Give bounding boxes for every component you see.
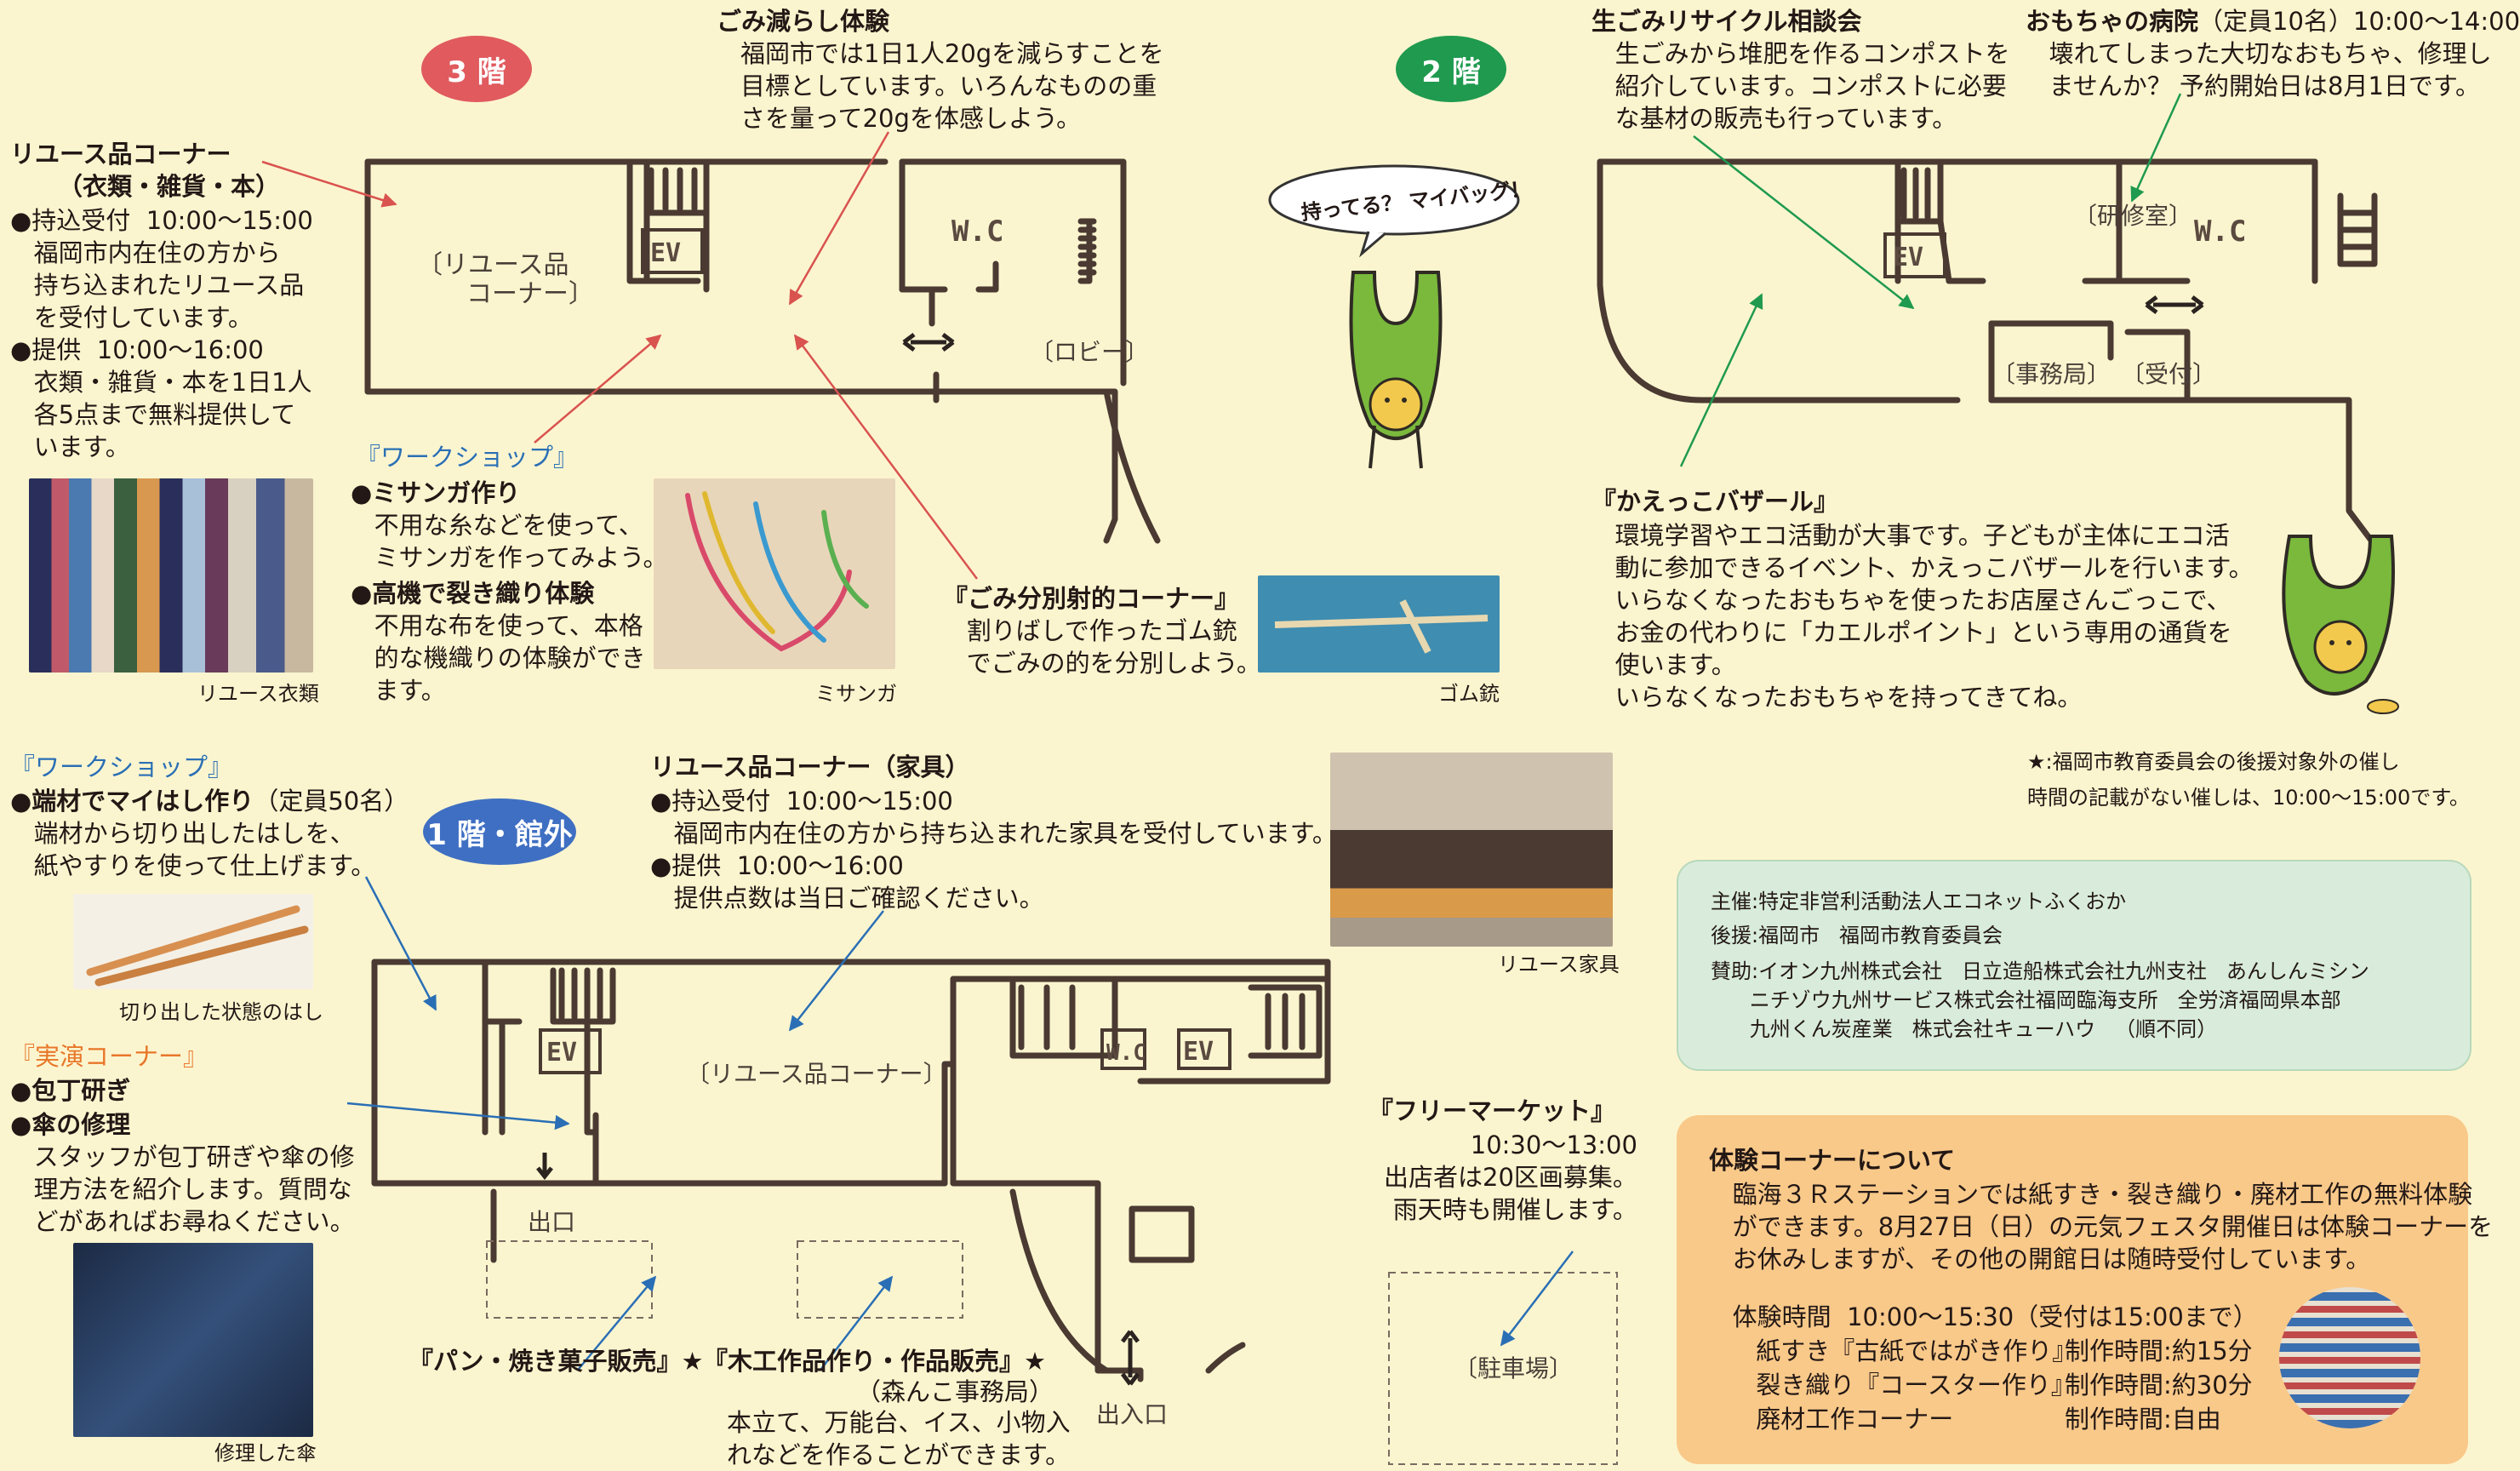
floor3-ev-label: EV <box>650 238 681 268</box>
mascot-bag-icon <box>1349 271 1443 469</box>
floor3-workshop-item1-title: ●ミサンガ作り <box>351 478 521 507</box>
sponsor-support: 後援:福岡市 福岡市教育委員会 <box>1711 924 2003 947</box>
floor1-demo-title: 『実演コーナー』 <box>10 1042 209 1071</box>
experience-body: 臨海３Ｒステーションでは紙すき・裂き織り・廃材工作の無料体験 ができます。8月2… <box>1732 1180 2494 1274</box>
floor1-plan <box>371 959 1331 1382</box>
floor2-ev-label: EV <box>1893 243 1923 272</box>
woodwork-title: 『木工作品作り・作品販売』★ <box>703 1347 1046 1376</box>
mascot-speech-bubble: 持ってる？ マイバッグ！ <box>1266 162 1532 258</box>
floor1-workshop-title: 『ワークショップ』 <box>10 753 233 781</box>
floor3-garbage-body: 福岡市では1日1人20gを減らすことを 目標としています。いろんなものの重 さを… <box>740 39 1164 133</box>
floor3-reuse-body: ●持込受付 10:00～15:00 福岡市内在住の方から 持ち込まれたリユース品… <box>10 206 313 461</box>
umbrella-caption: 修理した傘 <box>214 1441 317 1465</box>
floor2-toy-heading: おもちゃの病院（定員10名）10:00～14:00 <box>2026 7 2520 36</box>
floor1-badge: 1 階・館外 <box>423 798 576 865</box>
misanga-illustration <box>685 491 869 652</box>
sponsor-cosponsor: 賛助:イオン九州株式会社 日立造船株式会社九州支社 あんしんミシン ニチゾウ九州… <box>1711 959 2369 1041</box>
experience-row3-name: 廃材工作コーナー <box>1709 1405 1954 1434</box>
bread-stall-area <box>486 1240 653 1319</box>
experience-row3-time: 制作時間:自由 <box>2065 1405 2221 1434</box>
rubber-gun-illustration <box>1274 599 1489 654</box>
misanga-photo <box>654 478 895 669</box>
floor3-reuse-title: リユース品コーナー <box>10 140 231 169</box>
floor3-reuse-subtitle: （衣類・雑貨・本） <box>58 172 281 201</box>
floor2-plan <box>1597 158 2378 548</box>
rubber-gun-caption: ゴム銃 <box>1438 682 1500 706</box>
bread-sale-title: 『パン・焼き菓子販売』★ <box>409 1347 704 1376</box>
floor1-ev2-label: EV <box>1183 1037 1214 1067</box>
experience-time: 体験時間 10:00～15:30（受付は15:00まで） <box>1709 1302 2258 1331</box>
experience-row1-name: 紙すき『古紙ではがき作り』 <box>1709 1336 2077 1365</box>
floor1-wc-label: W.C <box>1106 1040 1146 1066</box>
floor1-furniture-title: リユース品コーナー（家具） <box>650 753 970 781</box>
floor1-workshop-item: ●端材でマイはし作り（定員50名） <box>10 787 409 816</box>
speech-bubble-shape <box>1268 164 1520 258</box>
floor2-wc-label: W.C <box>2194 215 2246 249</box>
floor3-lobby-label: 〔ロビー〕 <box>1030 338 1150 366</box>
reuse-clothing-caption: リユース衣類 <box>197 682 319 706</box>
misanga-caption: ミサンガ <box>815 682 897 706</box>
floor2-training-room-label: 〔研修室〕 <box>2073 202 2193 230</box>
floor2-compost-body: 生ごみから堆肥を作るコンポストを 紹介しています。コンポストに必要 な基材の販売… <box>1614 39 2010 133</box>
note-default-time: 時間の記載がない催しは、10:00～15:00です。 <box>2027 786 2470 810</box>
floor3-workshop-item2-title: ●高機で裂き織り体験 <box>351 579 595 608</box>
sponsor-box <box>1677 860 2471 1071</box>
floor1-furniture-body: ●持込受付 10:00～15:00 福岡市内在住の方から持ち込まれた家具を受付し… <box>650 787 1337 913</box>
floor2-toy-body: 壊れてしまった大切なおもちゃ、修理し ませんか？ 予約開始日は8月1日です。 <box>2049 39 2492 100</box>
parking-area <box>1388 1272 1618 1465</box>
sponsor-host: 主催:特定非営利活動法人エコネットふくおか <box>1711 890 2127 913</box>
floor3-reuse-map-label2: コーナー〕 <box>466 279 594 309</box>
floor3-workshop-item1-body: 不用な糸などを使って、 ミサンガを作ってみよう。 <box>374 511 668 572</box>
experience-row2-name: 裂き織り『コースター作り』 <box>1709 1371 2076 1399</box>
floor1-demo-body: スタッフが包丁研ぎや傘の修 理方法を紹介します。質問な どがあればお尋ねください… <box>33 1142 355 1236</box>
floor2-compost-title: 生ごみリサイクル相談会 <box>1591 7 1862 36</box>
floor3-workshop-item2-body: 不用な布を使って、本格 的な機織りの体験ができ ます。 <box>374 611 646 705</box>
reuse-furniture-caption: リユース家具 <box>1498 953 1620 976</box>
coaster-photo <box>2279 1287 2420 1428</box>
floor3-shooting-title: 『ごみ分別射的コーナー』 <box>943 584 1240 613</box>
chopsticks-photo <box>73 894 313 989</box>
floor2-kaekko-title: 『かえっこバザール』 <box>1591 487 1839 516</box>
floor3-badge: 3 階 <box>421 36 532 102</box>
floor3-reuse-map-label: 〔リユース品 <box>417 250 569 280</box>
free-market-title: 『フリーマーケット』 <box>1369 1096 1616 1125</box>
floor1-demo-item1: ●包丁研ぎ <box>10 1076 131 1105</box>
floor1-reuse-map-label: 〔リユース品コーナー〕 <box>686 1060 947 1088</box>
floor2-kaekko-body: 環境学習やエコ活動が大事です。子どもが主体にエコ活 動に参加できるイベント、かえ… <box>1614 521 2254 712</box>
floor1-ev-label: EV <box>546 1038 577 1067</box>
note-star: ★:福岡市教育委員会の後援対象外の催し <box>2027 750 2400 774</box>
floor3-garbage-title: ごみ減らし体験 <box>717 7 890 36</box>
woodwork-sub: （森んこ事務局） <box>856 1377 1054 1406</box>
umbrella-photo <box>73 1243 313 1437</box>
chopsticks-illustration <box>86 905 309 987</box>
floor1-workshop-body: 端材から切り出したはしを、 紙やすりを使って仕上げます。 <box>33 819 376 880</box>
free-market-body: 10:30～13:00 出店者は20区画募集。 雨天時も開催します。 <box>1384 1130 1637 1224</box>
floor1-entrance-label: 出入口 <box>1096 1400 1169 1428</box>
woodwork-area <box>797 1240 963 1319</box>
parking-label: 〔駐車場〕 <box>1454 1354 1574 1382</box>
woodwork-body: 本立て、万能台、イス、小物入 れなどを作ることができます。 <box>727 1408 1071 1469</box>
experience-row1-time: 制作時間:約15分 <box>2065 1336 2253 1365</box>
experience-title: 体験コーナーについて <box>1709 1146 1956 1175</box>
mascot-frog-icon <box>2282 535 2399 714</box>
floor3-workshop-title: 『ワークショップ』 <box>356 443 579 472</box>
floor3-plan <box>364 158 1161 544</box>
rubber-gun-photo <box>1258 575 1500 673</box>
reuse-clothing-photo <box>29 478 313 673</box>
reuse-furniture-photo <box>1330 753 1613 947</box>
floor2-badge: 2 階 <box>1396 36 1506 102</box>
floor2-reception-label: 〔受付〕 <box>2121 360 2217 388</box>
floor1-demo-item2: ●傘の修理 <box>10 1110 131 1139</box>
floor2-office-label: 〔事務局〕 <box>1991 360 2111 388</box>
experience-row2-time: 制作時間:約30分 <box>2065 1371 2253 1399</box>
floor1-exit-label: 出口 <box>528 1208 576 1236</box>
floor3-wc-label: W.C <box>951 215 1003 249</box>
floor3-shooting-body: 割りばしで作ったゴム銃 でごみの的を分別しよう。 <box>966 616 1261 678</box>
chopsticks-caption: 切り出した状態のはし <box>119 1000 323 1024</box>
